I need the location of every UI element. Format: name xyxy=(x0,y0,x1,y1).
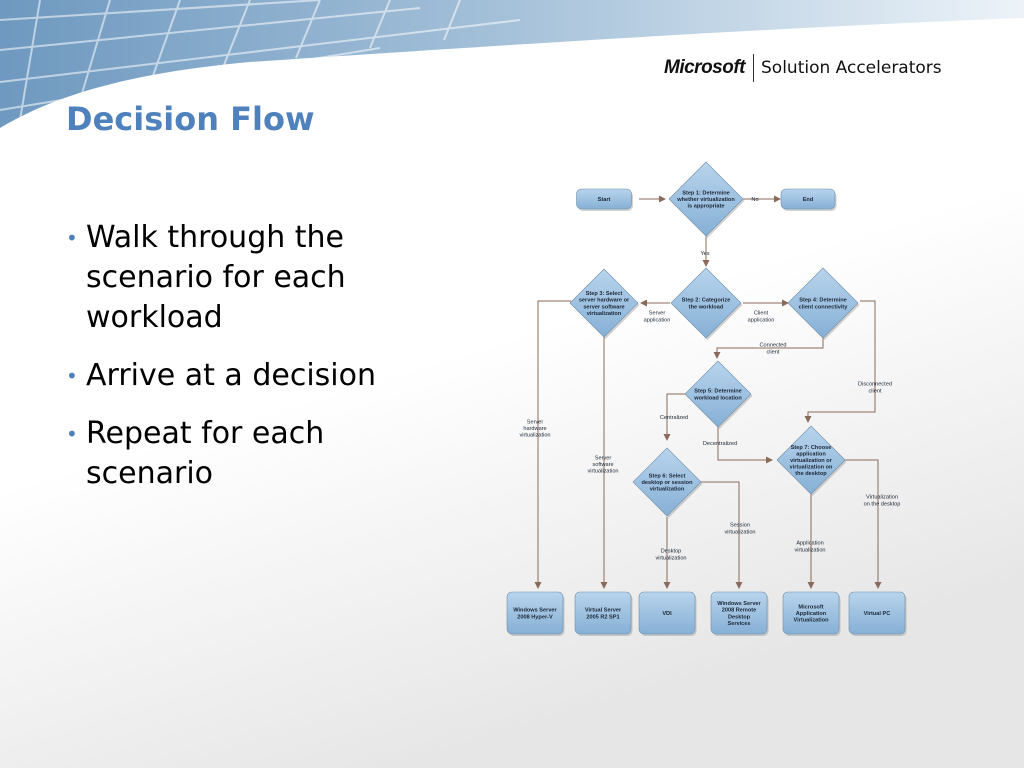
outcome-vdi-label: VDI xyxy=(662,611,672,617)
edge-label: Centralized xyxy=(660,415,688,421)
slide-title: Decision Flow xyxy=(66,100,315,138)
edge-label: Decentralized xyxy=(703,441,737,447)
logo-divider xyxy=(753,54,754,82)
arrow-step5-centralized xyxy=(663,393,685,441)
arrow-step7-desktop xyxy=(843,459,882,589)
start-node: Start xyxy=(576,188,633,211)
bullet-item: Arrive at a decision xyxy=(66,356,446,396)
arrow-step4-disconnected xyxy=(804,300,876,423)
bullet-list: Walk through the scenario for each workl… xyxy=(66,218,446,512)
outcome-virtual-pc-label: Virtual PC xyxy=(864,611,891,617)
end-node-label: End xyxy=(803,197,814,203)
arrow-step5-decentralized xyxy=(717,427,773,464)
arrow-step3-hardware xyxy=(534,300,571,589)
edge-label: No xyxy=(751,197,758,203)
arrow-step6-session xyxy=(700,481,743,589)
logo-brand: Microsoft xyxy=(664,57,746,78)
bullet-item: Repeat for each scenario xyxy=(66,414,446,494)
logo-product: Solution Accelerators xyxy=(761,58,942,78)
edge-label: Yes xyxy=(700,251,709,257)
arrow-step4-connected xyxy=(713,336,824,359)
end-node: End xyxy=(780,188,837,211)
outcome-vdi: VDI xyxy=(638,591,697,636)
outcome-virtual-pc: Virtual PC xyxy=(848,591,907,636)
microsoft-logo: Microsoft Solution Accelerators xyxy=(664,52,942,84)
start-node-label: Start xyxy=(598,197,611,203)
bullet-item: Walk through the scenario for each workl… xyxy=(66,218,446,338)
